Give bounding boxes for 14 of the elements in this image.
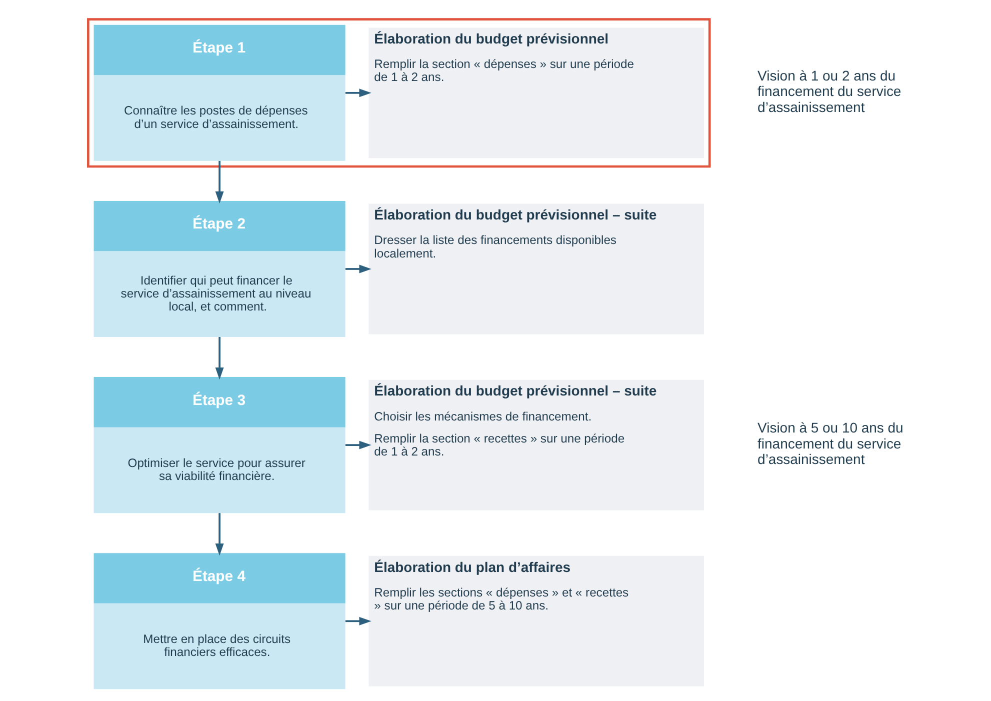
- arrow: [344, 440, 371, 450]
- label: Vision à 1 ou 2 ans du financement du service d’assainissement: [757, 67, 901, 116]
- arrow: [344, 264, 371, 274]
- arrow: [214, 160, 224, 204]
- arrow: [214, 337, 224, 380]
- label: Vision à 5 ou 10 ans du financement du service d’assainissement: [757, 419, 903, 468]
- arrow: [344, 616, 371, 626]
- node-box: Élaboration du budget prévisionnel – suite Choisir les mécanismes de financement. Remplir la section « recettes » sur une période de 1 à 2 ans.: [368, 380, 704, 510]
- arrow: [214, 513, 224, 556]
- node-box: Élaboration du budget prévisionnel Remplir la section « dépenses » sur une période de 1 à 2 ans.: [368, 28, 704, 158]
- node-box: Élaboration du budget prévisionnel – suite Dresser la liste des financements disponibles localement.: [368, 204, 704, 334]
- arrow: [344, 88, 371, 98]
- cluster: [86, 18, 710, 168]
- node-box: Élaboration du plan d’affaires Remplir les sections « dépenses » et « recettes » sur une période de 5 à 10 ans.: [368, 556, 704, 686]
